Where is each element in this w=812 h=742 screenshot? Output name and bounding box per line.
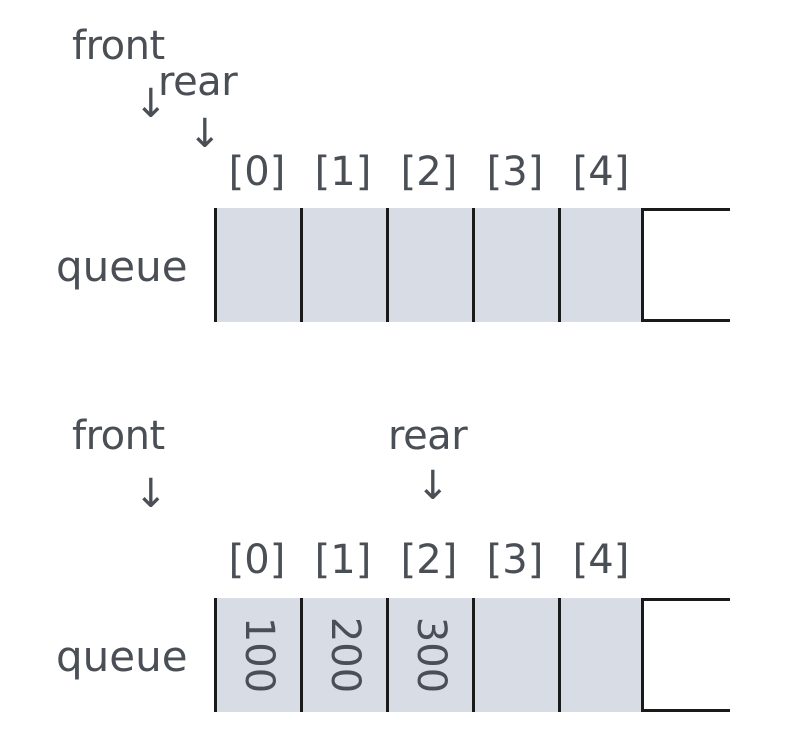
rear-arrow-icon: ↓ [416,463,450,509]
array-cell-divider [641,208,644,322]
array-cell-divider [641,598,644,712]
front-label: front [72,413,165,459]
queue-cell-4 [558,208,644,322]
queue-cell-1: 200 [300,598,386,712]
index-3: [3] [486,537,544,583]
front-arrow-icon: ↓ [134,471,168,517]
cell-value: 200 [321,616,368,694]
queue-cell-0 [214,208,300,322]
queue-cell-2 [386,208,472,322]
queue-array: 100 200 300 [214,598,730,712]
rear-label: rear [158,59,238,105]
queue-cell-3 [472,208,558,322]
queue-cell-1 [300,208,386,322]
index-4: [4] [572,149,630,195]
front-label: front [72,23,165,69]
index-2: [2] [400,149,458,195]
queue-array [214,208,730,322]
index-3: [3] [486,149,544,195]
rear-label: rear [388,413,468,459]
index-0: [0] [228,537,286,583]
queue-label: queue [56,632,188,681]
queue-diagram-empty: front ↓ rear ↓ [0] [1] [2] [3] [4] queue [0,0,812,360]
queue-label: queue [56,242,188,291]
rear-arrow-icon: ↓ [188,111,222,157]
index-4: [4] [572,537,630,583]
queue-cell-3 [472,598,558,712]
queue-cell-4 [558,598,644,712]
index-1: [1] [314,149,372,195]
front-arrow-icon: ↓ [134,81,168,127]
queue-cell-0: 100 [214,598,300,712]
index-0: [0] [228,149,286,195]
cell-value: 100 [235,616,282,694]
index-2: [2] [400,537,458,583]
index-1: [1] [314,537,372,583]
queue-diagram-filled: front ↓ rear ↓ [0] [1] [2] [3] [4] queue… [0,390,812,742]
cell-value: 300 [407,616,454,694]
queue-cell-2: 300 [386,598,472,712]
